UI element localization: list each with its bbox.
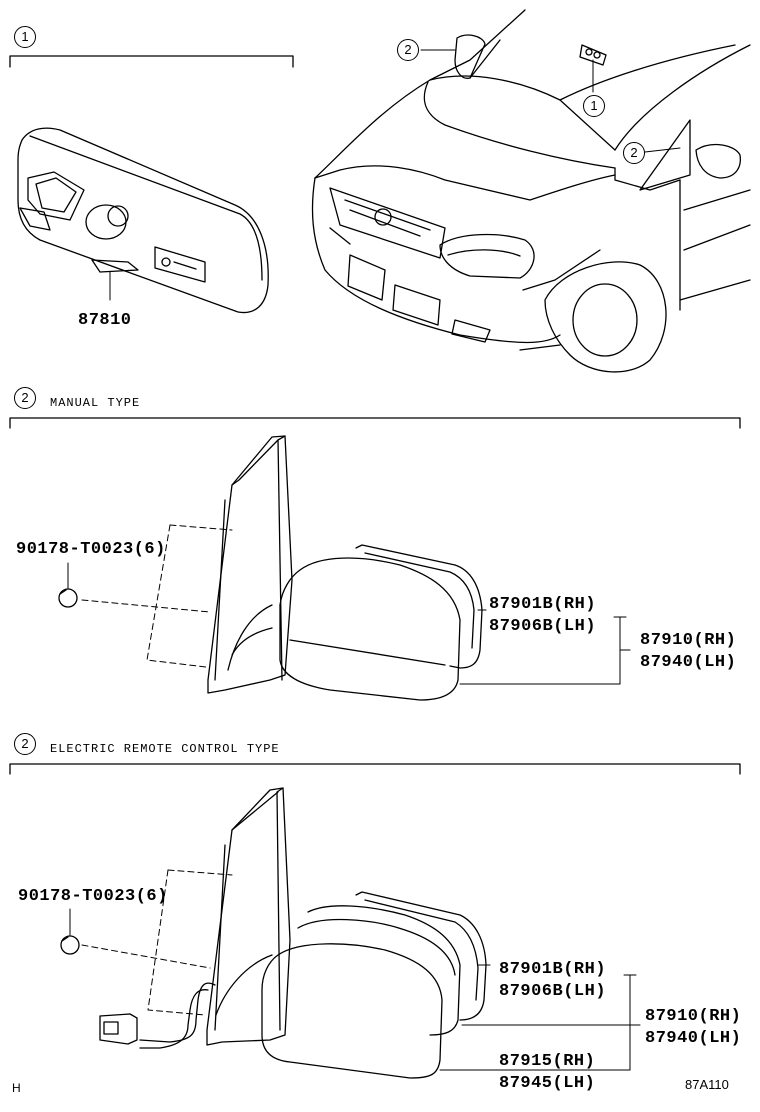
section-electric-bracket [9, 763, 741, 775]
section-manual-bracket [9, 417, 741, 429]
part-number-manual-glass-rh: 87901B(RH) [489, 595, 597, 614]
manual-mirror-drawing [207, 435, 631, 701]
section-1-bracket [9, 55, 294, 68]
electric-screw-leaders [81, 869, 233, 1016]
part-number-manual-screw: 90178-T0023(6) [16, 540, 166, 559]
inner-mirror-drawing [17, 127, 269, 314]
manual-screw-leaders [81, 524, 233, 668]
section-manual-callout: 2 [14, 387, 36, 409]
part-number-electric-screw: 90178-T0023(6) [18, 887, 168, 906]
overview-callout-door-mirror-rh: 2 [623, 142, 645, 164]
part-number-electric-assy-lh: 87940(LH) [645, 1029, 742, 1048]
overview-callout-inner-mirror: 1 [583, 95, 605, 117]
section-electric-callout: 2 [14, 733, 36, 755]
figure-code: 87A110 [685, 1077, 729, 1092]
section-electric-title: ELECTRIC REMOTE CONTROL TYPE [50, 742, 280, 756]
part-number-electric-cover-rh: 87915(RH) [499, 1052, 596, 1071]
overview-callout-door-mirror: 2 [397, 39, 419, 61]
part-number-electric-cover-lh: 87945(LH) [499, 1074, 596, 1093]
vehicle-front-drawing [311, 9, 751, 373]
part-number-manual-assy-lh: 87940(LH) [640, 653, 737, 672]
electric-screw-icon [60, 935, 80, 955]
footer-left-code: H [12, 1081, 21, 1095]
section-manual-title: MANUAL TYPE [50, 396, 141, 410]
part-number-electric-glass-rh: 87901B(RH) [499, 960, 607, 979]
part-number-inner-mirror: 87810 [78, 311, 132, 330]
part-number-manual-assy-rh: 87910(RH) [640, 631, 737, 650]
electric-mirror-drawing [99, 787, 641, 1079]
part-number-electric-assy-rh: 87910(RH) [645, 1007, 742, 1026]
part-number-manual-glass-lh: 87906B(LH) [489, 617, 597, 636]
manual-screw-icon [58, 588, 78, 608]
section-1-callout: 1 [14, 26, 36, 48]
part-number-electric-glass-lh: 87906B(LH) [499, 982, 607, 1001]
